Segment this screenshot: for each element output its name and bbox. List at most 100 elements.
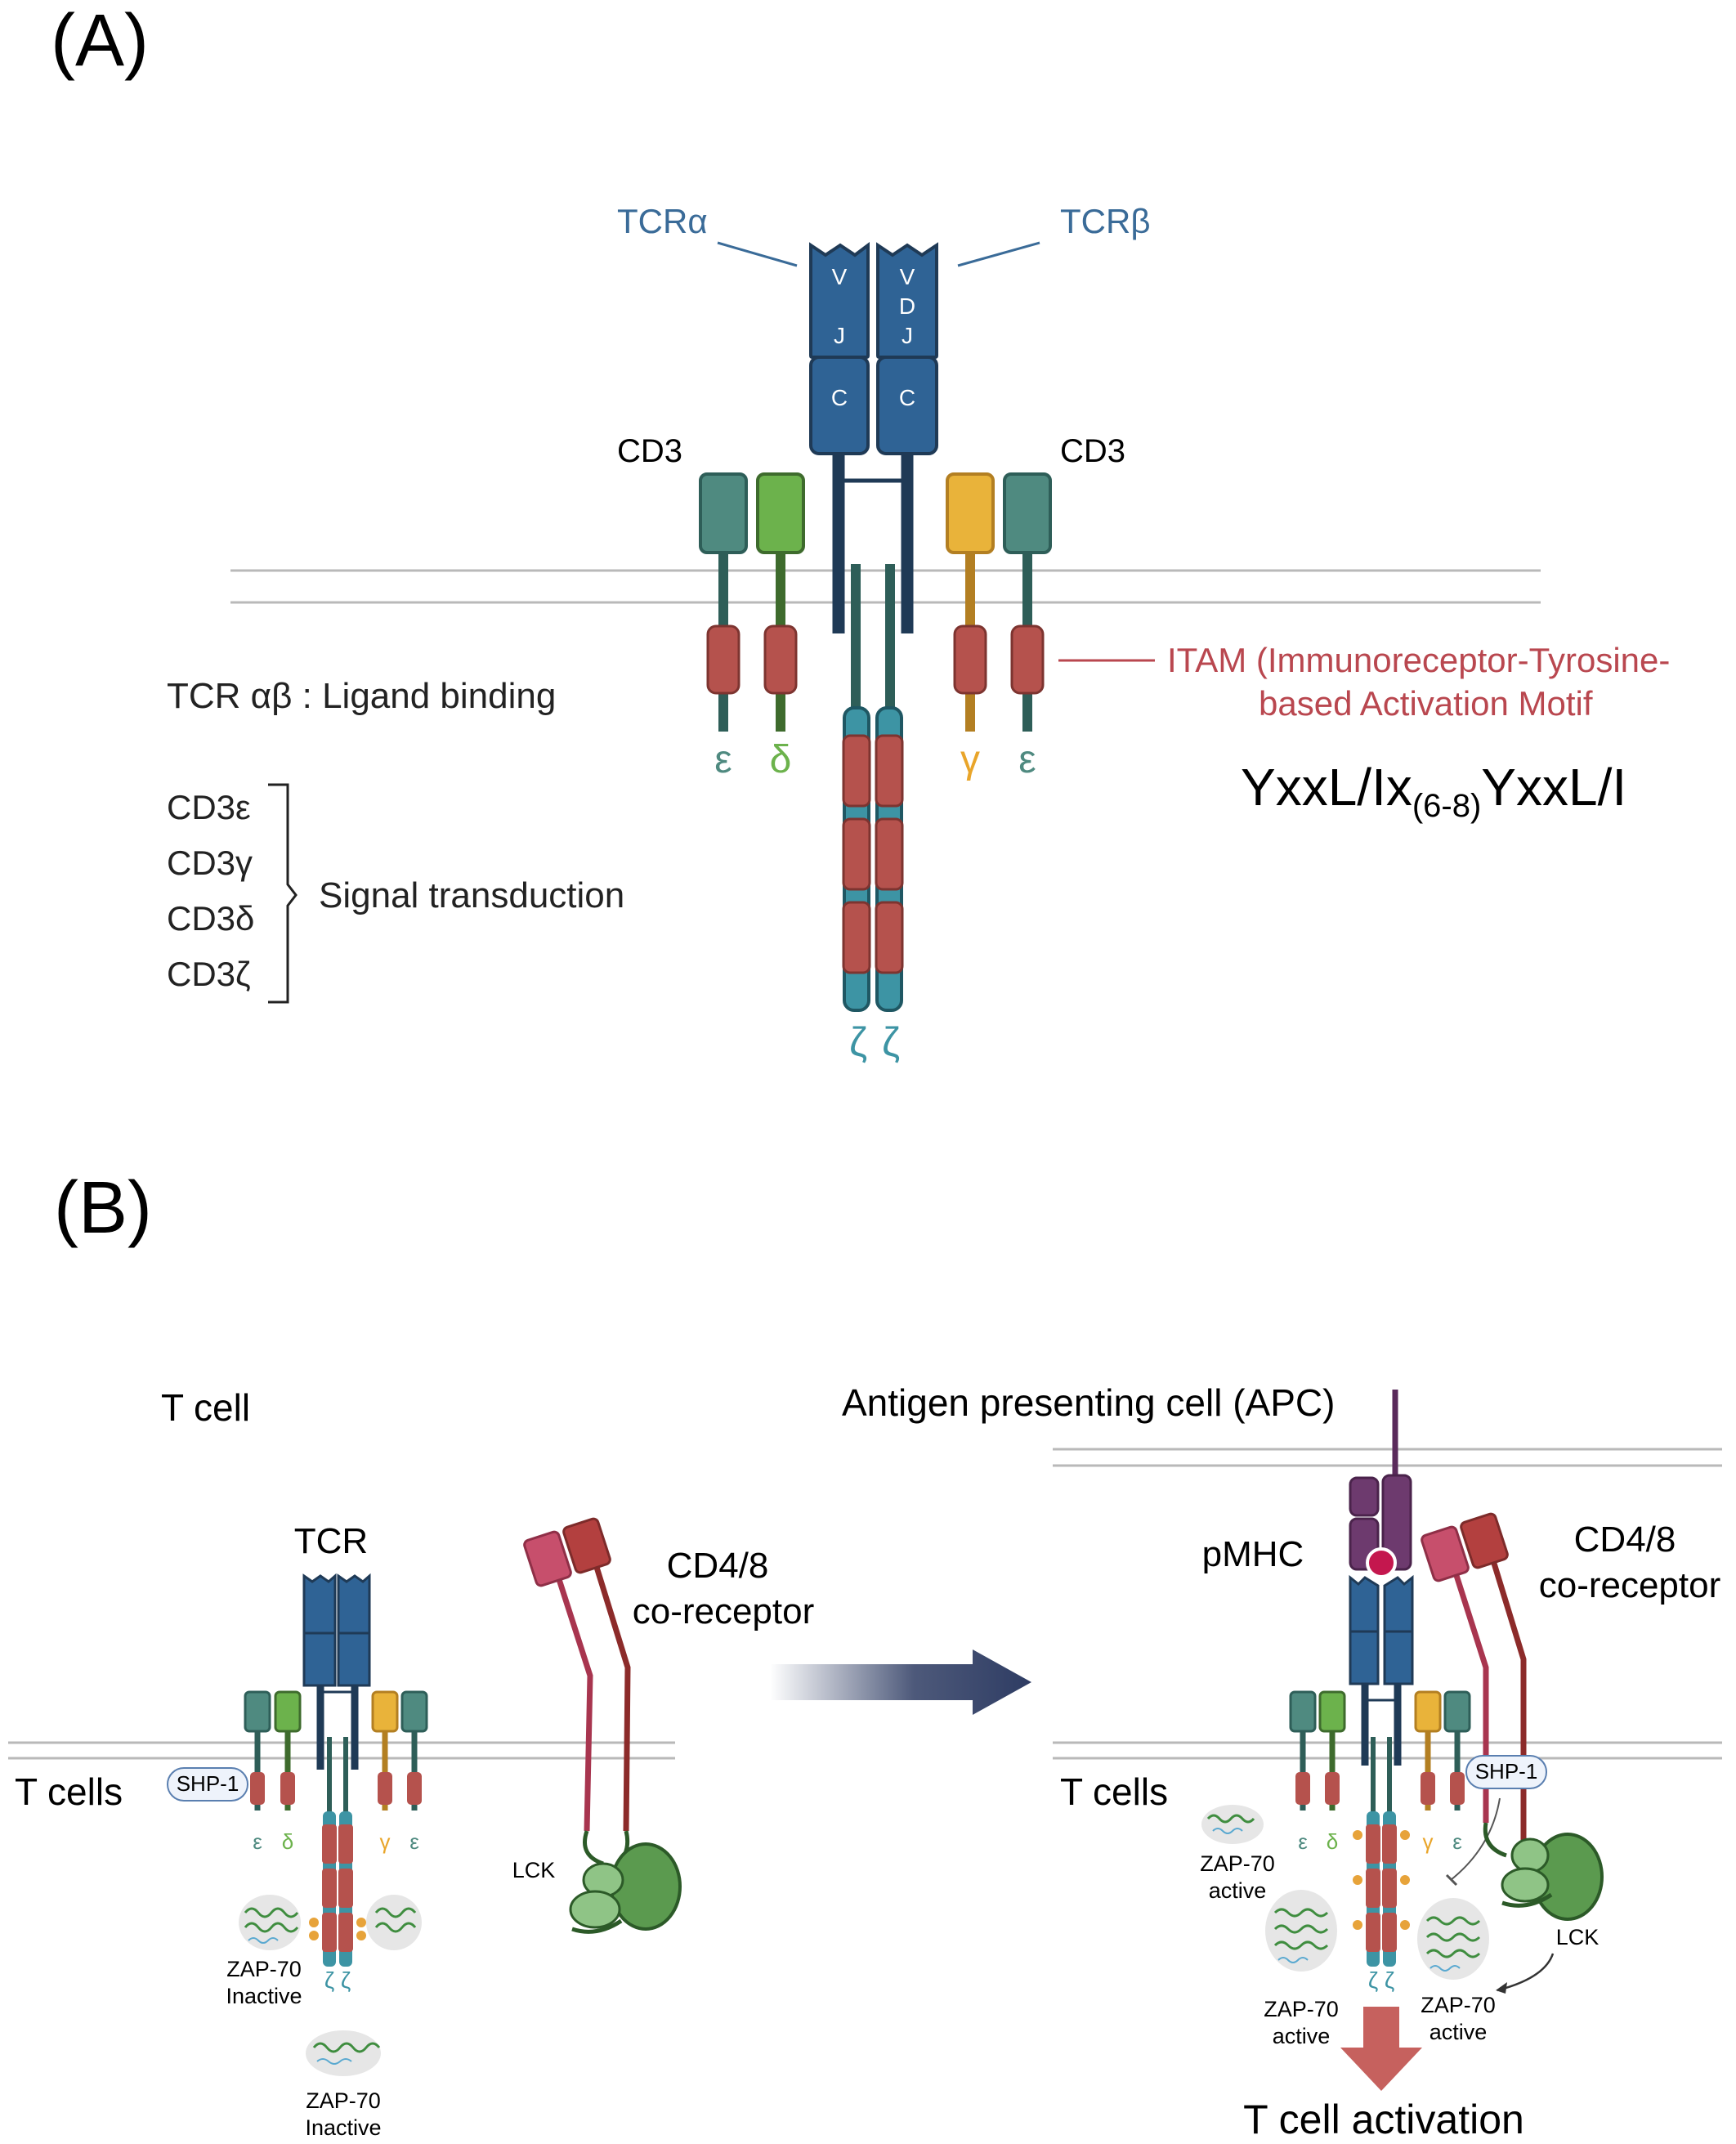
shp1-label-right: SHP-1 — [1475, 1759, 1538, 1784]
seg-beta-j: J — [902, 323, 913, 348]
motif-main: YxxL/Ix — [1241, 758, 1412, 817]
zap70-active-icon — [1417, 1898, 1489, 1980]
zap70-active-state-3: active — [1430, 2020, 1488, 2044]
itam-label-line1: ITAM (Immunoreceptor-Tyrosine- — [1167, 641, 1670, 679]
cd3-list-item: CD3ζ — [167, 955, 251, 993]
seg-alpha-v: V — [832, 264, 848, 289]
greek-b-epsilon-4: ε — [1452, 1829, 1462, 1854]
t-cells-right-label: T cells — [1060, 1770, 1168, 1813]
cd3-subunit-list: CD3ε CD3γ CD3δ CD3ζ — [167, 788, 254, 993]
lck-activation-arrow — [1497, 1953, 1555, 1992]
lck-icon-right — [1483, 1822, 1604, 1921]
lck-icon-left — [569, 1830, 682, 1934]
coreceptor-left-line2: co-receptor — [633, 1591, 815, 1631]
cd3-bracket — [268, 783, 298, 1004]
tcr-complex-engaged — [1289, 1574, 1471, 1967]
itam-label-line2: based Activation Motif — [1259, 684, 1593, 723]
panel-a-label: (A) — [51, 0, 149, 82]
svg-text:YxxL/Ix(6-8)YxxL/I: YxxL/Ix(6-8)YxxL/I — [1241, 758, 1626, 824]
inhibition-arrow — [1450, 1797, 1501, 1881]
zap70-inactive-icon — [306, 2030, 381, 2076]
peptide-icon — [1366, 1547, 1397, 1578]
tcr-beta-constant — [876, 356, 938, 455]
zap70-active-label-2: ZAP-70 — [1264, 1997, 1339, 2021]
membrane-b-apc — [1053, 1448, 1722, 1467]
greek-zeta-right: ζ — [882, 1019, 900, 1065]
shp1-label-left: SHP-1 — [177, 1771, 239, 1796]
coreceptor-right-line2: co-receptor — [1539, 1565, 1721, 1605]
cd3-list-item: CD3ε — [167, 788, 251, 826]
zap70-inactive-state-1: Inactive — [226, 1984, 302, 2008]
greek-b-zeta-1: ζ — [324, 1967, 334, 1993]
greek-b-delta-2: δ — [1327, 1829, 1338, 1854]
tcr-alpha-leader — [717, 241, 798, 267]
shp1-badge-left: SHP-1 — [167, 1767, 248, 1802]
panel-b: (B) T cell Antigen presenting cell (APC)… — [8, 1167, 1722, 2142]
shp1-badge-right: SHP-1 — [1465, 1755, 1547, 1789]
zap70-inactive-icon — [239, 1895, 301, 1950]
membrane-b-left — [8, 1741, 675, 1760]
coreceptor-right-line1: CD4/8 — [1574, 1520, 1676, 1560]
cd3-zeta-dimer — [842, 564, 904, 1012]
t-cell-label: T cell — [161, 1386, 250, 1429]
zap70-active-icon — [1201, 1805, 1264, 1844]
tcr-alpha-label: TCRα — [617, 202, 708, 240]
motif-sub: (6-8) — [1412, 788, 1481, 824]
zap70-active-label-3: ZAP-70 — [1421, 1993, 1496, 2017]
tcr-beta-variable — [876, 242, 938, 359]
signal-transduction-label: Signal transduction — [319, 875, 624, 915]
greek-epsilon-left: ε — [714, 738, 732, 781]
apc-label: Antigen presenting cell (APC) — [842, 1381, 1335, 1424]
seg-beta-d: D — [899, 293, 915, 319]
greek-b-zeta-2: ζ — [341, 1967, 351, 1993]
ligand-binding-label: TCR αβ : Ligand binding — [167, 676, 556, 716]
cd3-left-label: CD3 — [617, 433, 682, 469]
seg-beta-v: V — [900, 264, 915, 289]
zap70-active-icon — [1265, 1890, 1337, 1972]
zap70-active-state-2: active — [1273, 2024, 1331, 2048]
zap70-active-state-1: active — [1209, 1878, 1267, 1903]
activation-arrow — [1340, 2007, 1422, 2091]
greek-epsilon-right: ε — [1018, 738, 1036, 781]
tcr-beta-leader — [957, 241, 1040, 267]
greek-b-epsilon-2: ε — [409, 1829, 419, 1854]
inhibition-bar — [1445, 1873, 1458, 1887]
itam-motif: YxxL/Ix(6-8)YxxL/I — [1241, 758, 1626, 824]
tcr-alpha-beta: V J C V D J C — [809, 242, 938, 633]
tcr-beta-label: TCRβ — [1060, 202, 1150, 240]
cd3-epsilon-right — [1003, 472, 1052, 732]
seg-beta-c: C — [899, 385, 915, 410]
panel-a: (A) V J C V D J C TCRα TCRβ — [51, 0, 1670, 1065]
coreceptor-left — [523, 1517, 631, 1832]
greek-b-gamma-2: γ — [1423, 1829, 1434, 1854]
zap70-active-label-1: ZAP-70 — [1200, 1851, 1275, 1876]
zap70-inactive-state-2: Inactive — [305, 2115, 381, 2140]
cd3-list-item: CD3δ — [167, 899, 254, 938]
cd3-right-label: CD3 — [1060, 433, 1125, 469]
lck-label-right: LCK — [1556, 1925, 1600, 1949]
greek-b-zeta-3: ζ — [1368, 1967, 1378, 1993]
greek-b-zeta-4: ζ — [1385, 1967, 1394, 1993]
cd3-epsilon-left — [699, 472, 748, 732]
seg-alpha-j: J — [834, 323, 845, 348]
greek-delta: δ — [770, 738, 792, 781]
panel-b-label: (B) — [54, 1167, 152, 1249]
greek-b-epsilon-1: ε — [253, 1829, 262, 1854]
greek-b-delta-1: δ — [282, 1829, 293, 1854]
pmhc-label: pMHC — [1202, 1534, 1304, 1574]
greek-gamma: γ — [960, 738, 980, 781]
tcr-label-b: TCR — [294, 1521, 368, 1561]
coreceptor-left-line1: CD4/8 — [667, 1546, 769, 1586]
motif-end: YxxL/I — [1481, 758, 1626, 817]
coreceptor-right — [1421, 1512, 1527, 1847]
greek-b-gamma-1: γ — [380, 1829, 391, 1854]
greek-b-epsilon-3: ε — [1298, 1829, 1308, 1854]
lck-arrowhead — [1496, 1982, 1507, 1994]
greek-zeta-left: ζ — [849, 1019, 867, 1065]
tcr-alpha-constant — [809, 356, 870, 455]
lck-label-left: LCK — [512, 1858, 556, 1882]
zap70-inactive-label-1: ZAP-70 — [226, 1957, 302, 1981]
transition-arrow — [770, 1649, 1031, 1715]
activation-label: T cell activation — [1243, 2097, 1524, 2142]
